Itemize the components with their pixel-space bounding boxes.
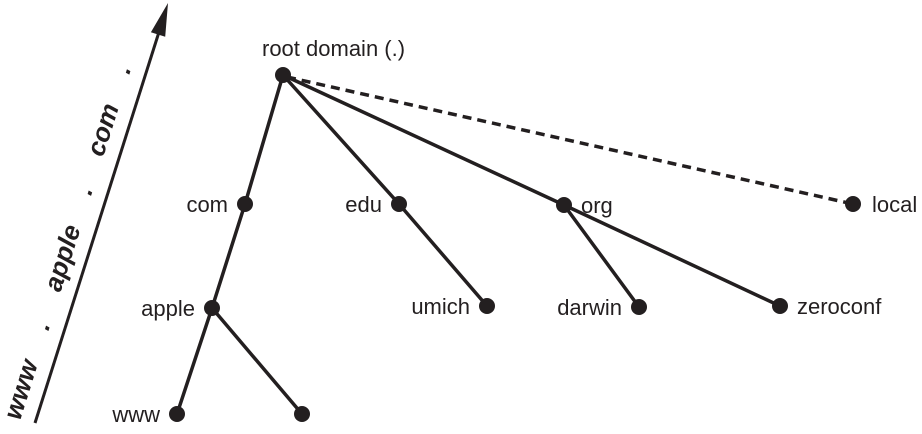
label-root: root domain (.): [262, 36, 405, 61]
node-local: [845, 196, 861, 212]
label-edu: edu: [345, 192, 382, 217]
edge-root-org: [281, 73, 566, 207]
fqdn-arrowhead-icon: [150, 3, 168, 37]
label-www: www: [111, 402, 160, 427]
node-darwin: [631, 299, 647, 315]
edge-root-com: [243, 73, 285, 206]
fqdn-dot: .: [68, 182, 99, 198]
label-com: com: [186, 192, 228, 217]
edge-org-zeroconf: [562, 203, 782, 308]
fqdn-arrow: [33, 3, 168, 424]
fqdn-arrow-line: [33, 31, 161, 424]
edge-org-darwin: [562, 203, 641, 309]
fqdn-dot: .: [106, 61, 137, 77]
tree-edges: [175, 73, 854, 416]
node-com: [237, 196, 253, 212]
node-zeroconf: [772, 298, 788, 314]
label-darwin: darwin: [557, 295, 622, 320]
node-apple: [204, 300, 220, 316]
tree-node-labels: root domain (.) com edu org local apple …: [111, 36, 917, 427]
label-org: org: [581, 193, 613, 218]
edge-root-local: [286, 75, 854, 206]
edge-apple-unnamed: [210, 306, 304, 416]
fqdn-dot: .: [25, 317, 56, 333]
fqdn-part-com: com: [80, 100, 125, 160]
node-www: [169, 406, 185, 422]
node-edu: [391, 196, 407, 212]
node-root: [275, 67, 291, 83]
fqdn-path-label: www . apple . com .: [0, 61, 137, 423]
edge-edu-umich: [397, 202, 489, 308]
label-zeroconf: zeroconf: [797, 294, 882, 319]
node-umich: [479, 298, 495, 314]
edge-com-apple: [210, 202, 247, 310]
node-unnamed: [294, 406, 310, 422]
label-umich: umich: [411, 294, 470, 319]
edge-root-edu: [281, 73, 401, 206]
label-local: local: [872, 192, 917, 217]
label-apple: apple: [141, 296, 195, 321]
tree-nodes: [169, 67, 861, 422]
node-org: [556, 197, 572, 213]
edge-apple-www: [175, 306, 214, 416]
